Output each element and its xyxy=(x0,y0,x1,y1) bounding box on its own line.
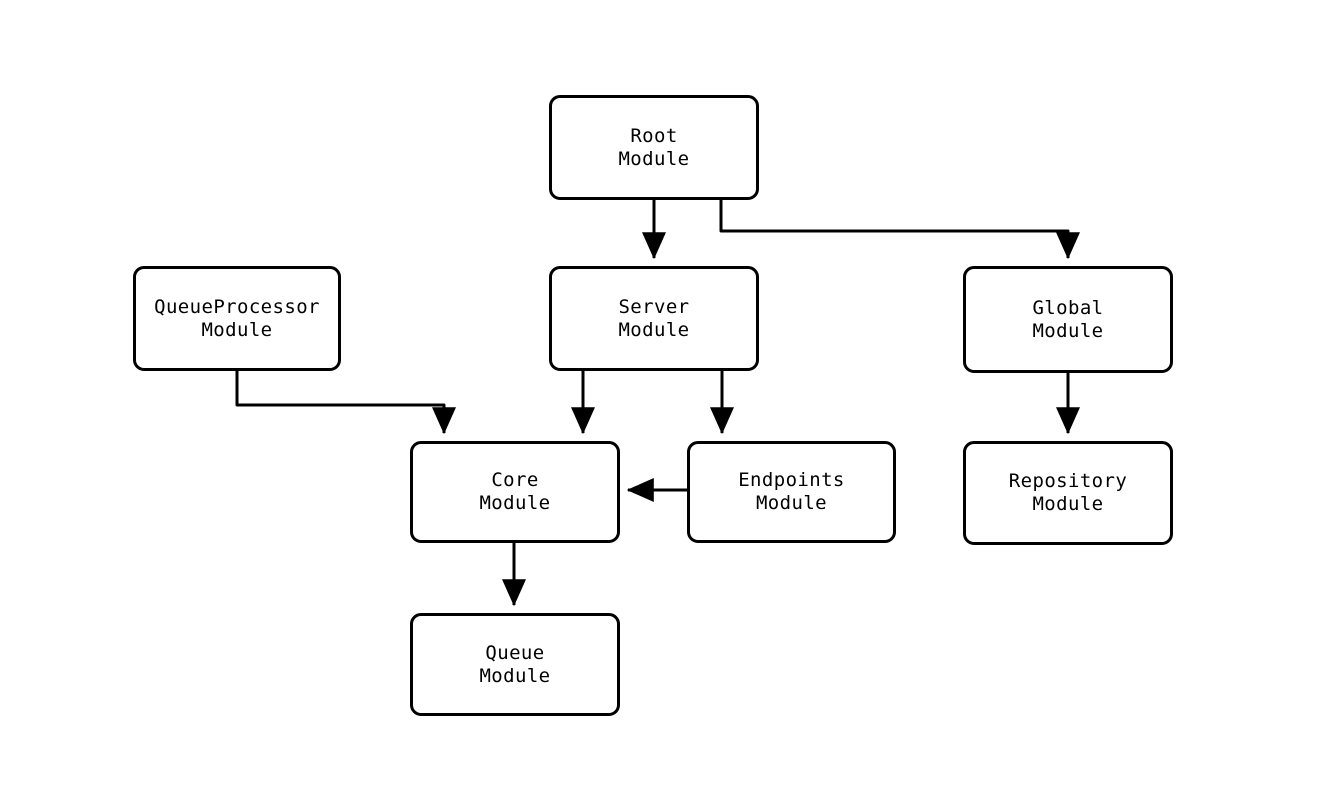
node-endpoints-module[interactable]: Endpoints Module xyxy=(687,441,896,543)
node-repository-module[interactable]: Repository Module xyxy=(963,441,1173,545)
edge-queueprocessor-core xyxy=(235,371,456,435)
node-label-endpoints-module: Endpoints Module xyxy=(738,469,845,514)
node-queue-module[interactable]: Queue Module xyxy=(410,613,620,716)
node-core-module[interactable]: Core Module xyxy=(410,441,620,543)
node-label-root-module: Root Module xyxy=(618,124,690,170)
node-global-module[interactable]: Global Module xyxy=(963,266,1173,373)
node-label-queueprocessor-module: QueueProcessor Module xyxy=(154,295,320,341)
edge-root-global xyxy=(719,200,1080,260)
node-label-global-module: Global Module xyxy=(1032,296,1104,342)
node-server-module[interactable]: Server Module xyxy=(549,266,759,371)
node-label-server-module: Server Module xyxy=(618,295,690,341)
node-label-repository-module: Repository Module xyxy=(1008,470,1128,515)
node-label-core-module: Core Module xyxy=(479,469,551,514)
node-label-queue-module: Queue Module xyxy=(479,641,551,687)
node-queueprocessor-module[interactable]: QueueProcessor Module xyxy=(133,266,341,371)
node-root-module[interactable]: Root Module xyxy=(549,95,759,200)
